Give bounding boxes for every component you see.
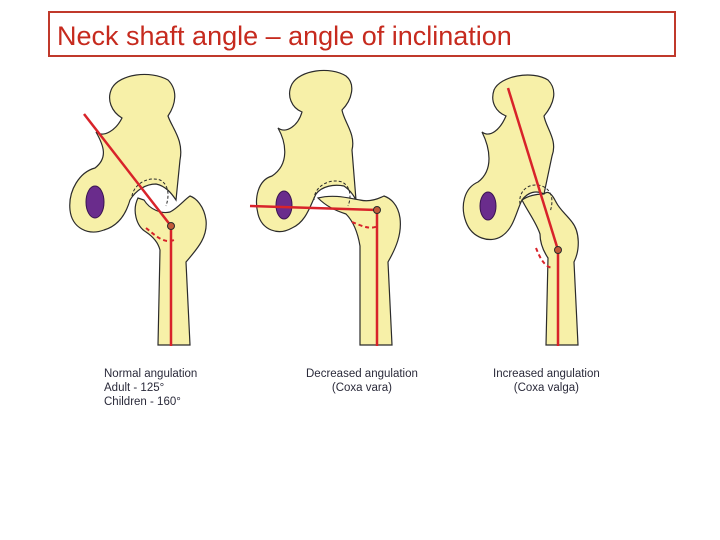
femoral-head-outline-valga <box>519 184 553 213</box>
caption-valga-line-1: Increased angulation <box>493 368 600 380</box>
caption-valga-line-2: (Coxa valga) <box>513 382 579 394</box>
femur-valga <box>521 191 579 346</box>
obturator-foramen-vara <box>275 190 293 220</box>
femoral-head-outline-normal <box>131 178 169 207</box>
vertex-normal <box>167 222 175 230</box>
caption-vara-line-1: Decreased angulation <box>306 368 418 380</box>
panel-normal <box>69 73 207 346</box>
neck-axis-vara <box>249 204 378 212</box>
caption-coxa-vara: Decreased angulation (Coxa vara) <box>306 367 418 395</box>
physis-vara <box>351 221 379 229</box>
panel-coxa-vara <box>249 69 401 346</box>
caption-normal: Normal angulation Adult - 125° Children … <box>104 367 197 409</box>
caption-normal-line-3: Children - 160° <box>104 396 181 408</box>
femoral-head-outline-vara <box>313 180 351 207</box>
caption-vara-line-2: (Coxa vara) <box>331 382 392 394</box>
physis-valga <box>535 247 553 269</box>
neck-axis-normal <box>83 113 172 227</box>
slide-title: Neck shaft angle – angle of inclination <box>57 21 512 51</box>
caption-normal-line-1: Normal angulation <box>104 368 198 380</box>
title-box: Neck shaft angle – angle of inclination <box>48 11 676 57</box>
caption-normal-line-2: Adult - 125° <box>104 382 165 394</box>
panel-coxa-valga <box>462 74 579 346</box>
neck-axis-valga <box>506 87 560 251</box>
femur-vara <box>316 195 401 346</box>
obturator-foramen-normal <box>85 185 105 219</box>
vertex-vara <box>373 206 381 214</box>
obturator-foramen-valga <box>479 191 497 221</box>
caption-coxa-valga: Increased angulation (Coxa valga) <box>493 367 600 395</box>
vertex-valga <box>554 246 562 254</box>
